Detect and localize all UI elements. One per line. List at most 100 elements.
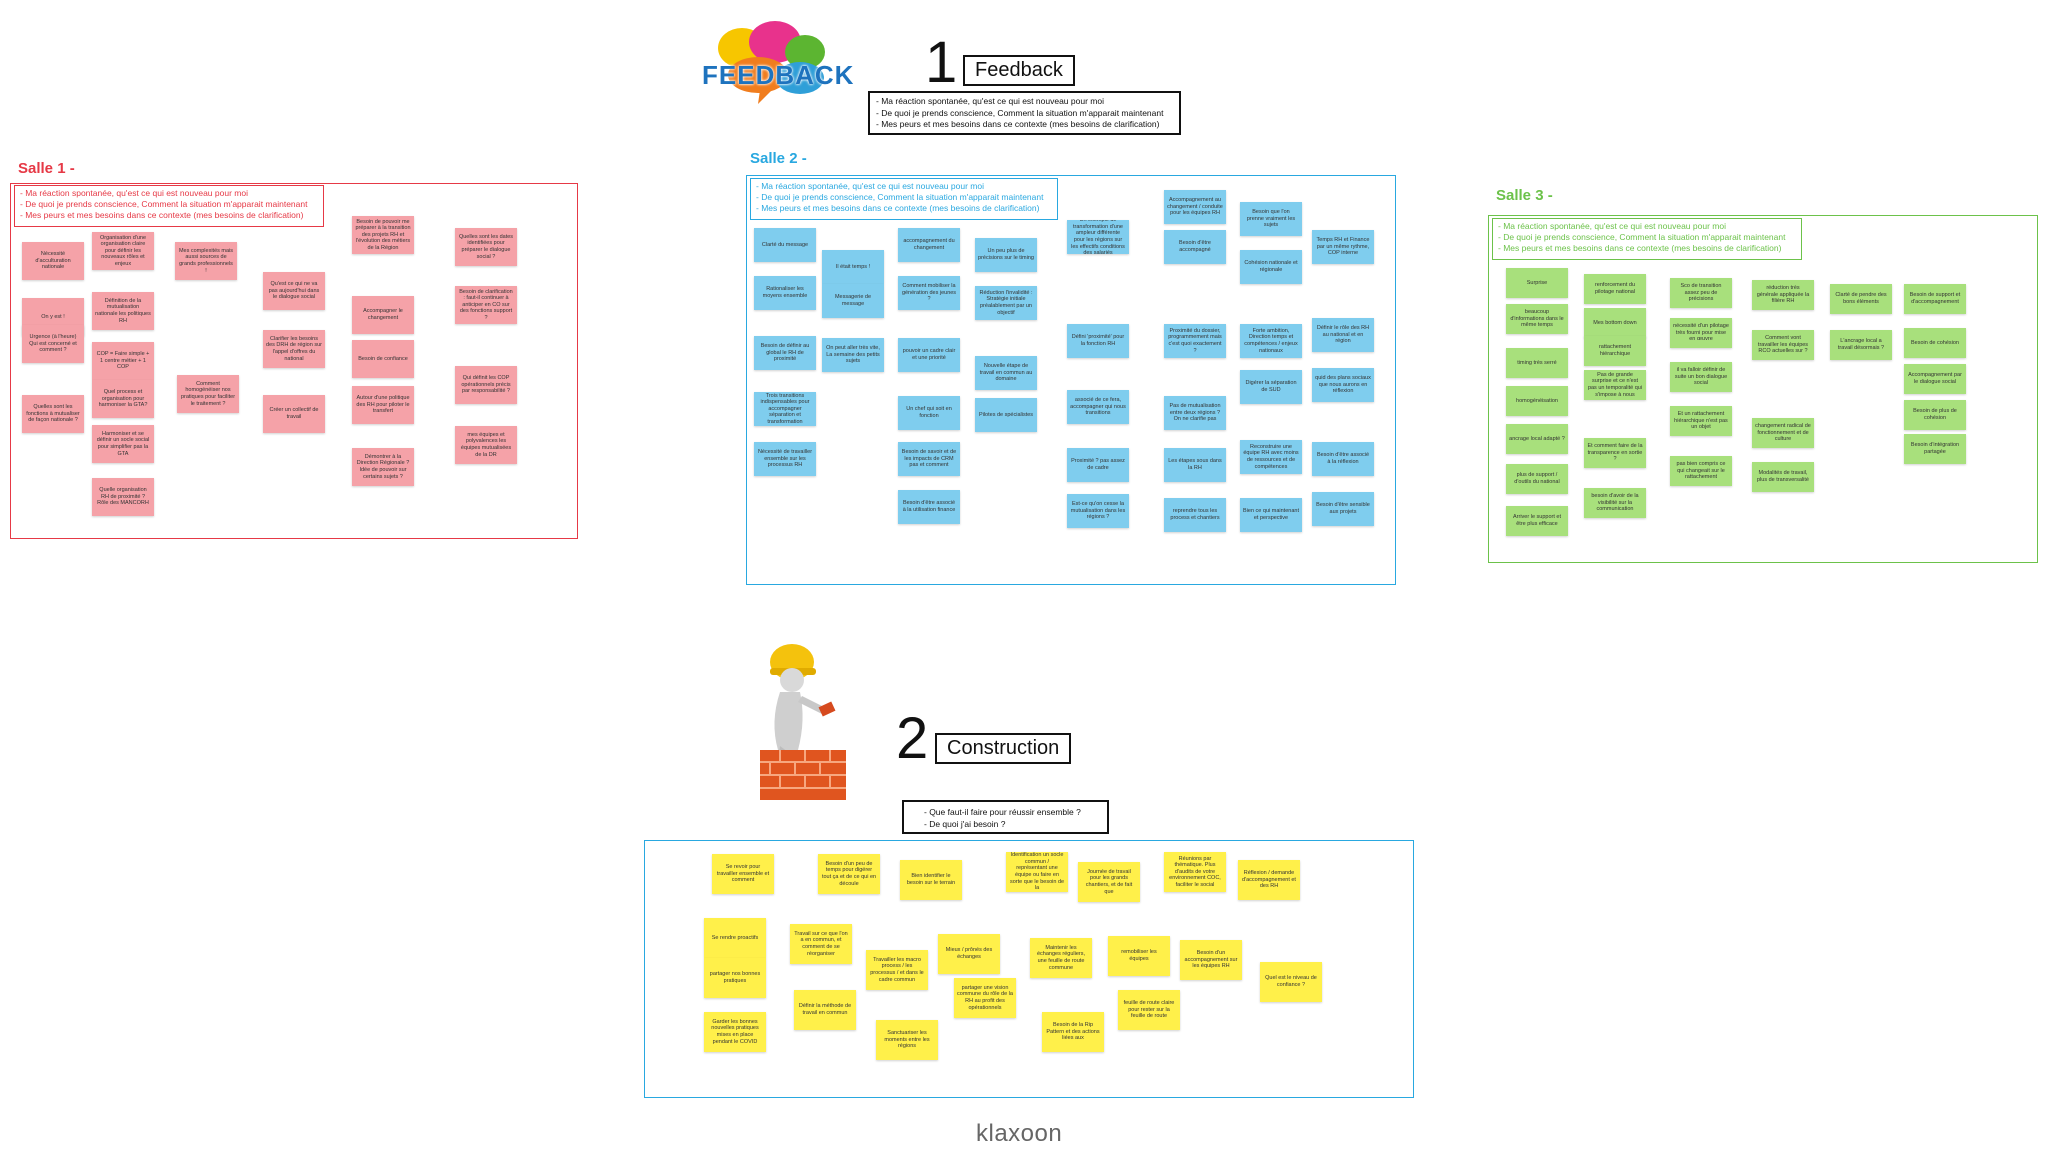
sticky-note[interactable]: mes équipes et polyvalences les équipes … bbox=[455, 426, 517, 464]
sticky-note[interactable]: Besoin de confiance bbox=[352, 340, 414, 378]
sticky-note[interactable]: Besoin de la Rip Pattern et des actions … bbox=[1042, 1012, 1104, 1052]
sticky-note[interactable]: remobiliser les équipes bbox=[1108, 936, 1170, 976]
sticky-note[interactable]: timing très serré bbox=[1506, 348, 1568, 378]
sticky-note[interactable]: Urgence (à l'heure) Qui est concerné et … bbox=[22, 325, 84, 363]
sticky-note[interactable]: Est-ce qu'on cesse la mutualisation dans… bbox=[1067, 494, 1129, 528]
sticky-note[interactable]: Surprise bbox=[1506, 268, 1568, 298]
sticky-note[interactable]: Reconstruire une équipe RH avec moins de… bbox=[1240, 440, 1302, 474]
sticky-note[interactable]: Garder les bonnes nouvelles pratiques mi… bbox=[704, 1012, 766, 1052]
sticky-note[interactable]: Quel est le niveau de confiance ? bbox=[1260, 962, 1322, 1002]
sticky-note[interactable]: Quelle organisation RH de proximité ? Rô… bbox=[92, 478, 154, 516]
sticky-note[interactable]: beaucoup d'informations dans le même tem… bbox=[1506, 304, 1568, 334]
sticky-note[interactable]: réduction très générale appliquée la fil… bbox=[1752, 280, 1814, 310]
sticky-note[interactable]: pouvoir un cadre clair et une priorité bbox=[898, 338, 960, 372]
sticky-note[interactable]: Réduction l'invalidité : Stratégie initi… bbox=[975, 286, 1037, 320]
sticky-note[interactable]: Se revoir pour travailler ensemble et co… bbox=[712, 854, 774, 894]
sticky-note[interactable]: ancrage local adapté ? bbox=[1506, 424, 1568, 454]
sticky-note[interactable]: Pas de mutualisation entre deux régions … bbox=[1164, 396, 1226, 430]
sticky-note[interactable]: Besoin de clarification : faut-il contin… bbox=[455, 286, 517, 324]
sticky-note[interactable]: Besoin d'être associé à la réflexion bbox=[1312, 442, 1374, 476]
sticky-note[interactable]: Besoin d'un accompagnement sur les équip… bbox=[1180, 940, 1242, 980]
sticky-note[interactable]: rattachement hiérarchique bbox=[1584, 336, 1646, 366]
sticky-note[interactable]: Les étapes sous dans la RH bbox=[1164, 448, 1226, 482]
sticky-note[interactable]: Besoin d'être associé à la utilisation f… bbox=[898, 490, 960, 524]
sticky-note[interactable]: Digérer la séparation de SUD bbox=[1240, 370, 1302, 404]
sticky-note[interactable]: Réunions par thématique. Plus d'audits d… bbox=[1164, 852, 1226, 892]
sticky-note[interactable]: Nouvelle étape de travail en commun au d… bbox=[975, 356, 1037, 390]
sticky-note[interactable]: Besoin de plus de cohésion bbox=[1904, 400, 1966, 430]
sticky-note[interactable]: Messagerie de message bbox=[822, 284, 884, 318]
sticky-note[interactable]: Et un rattachement hiérarchique n'est pa… bbox=[1670, 406, 1732, 436]
sticky-note[interactable]: Accompagner le changement bbox=[352, 296, 414, 334]
sticky-note[interactable]: Harmoniser et se définir un socle social… bbox=[92, 425, 154, 463]
sticky-note[interactable]: Un chef qui soit en fonction bbox=[898, 396, 960, 430]
sticky-note[interactable]: Mes bottom down bbox=[1584, 308, 1646, 338]
sticky-note[interactable]: reprendre tous les process et chantiers bbox=[1164, 498, 1226, 532]
sticky-note[interactable]: changement radical de fonctionnement et … bbox=[1752, 418, 1814, 448]
sticky-note[interactable]: Mieux / prônés des échanges bbox=[938, 934, 1000, 974]
sticky-note[interactable]: Qui définit les COP opérationnels précis… bbox=[455, 366, 517, 404]
sticky-note[interactable]: partager une vision commune du rôle de l… bbox=[954, 978, 1016, 1018]
sticky-note[interactable]: quid des plans sociaux que nous aurons e… bbox=[1312, 368, 1374, 402]
sticky-note[interactable]: Besoin de support et d'accompagnement bbox=[1904, 284, 1966, 314]
sticky-note[interactable]: Comment vont travailler les équipes RCO … bbox=[1752, 330, 1814, 360]
sticky-note[interactable]: Et comment faire de la transparence en s… bbox=[1584, 438, 1646, 468]
sticky-note[interactable]: Nécessité de travailler ensemble sur les… bbox=[754, 442, 816, 476]
sticky-note[interactable]: plus de support / d'outils du national bbox=[1506, 464, 1568, 494]
sticky-note[interactable]: Sco de transition assez peu de précision… bbox=[1670, 278, 1732, 308]
sticky-note[interactable]: Définition de la mutualisation nationale… bbox=[92, 292, 154, 330]
sticky-note[interactable]: Proximité ? pas assez de cadre bbox=[1067, 448, 1129, 482]
sticky-note[interactable]: Besoin de pouvoir me préparer à la trans… bbox=[352, 216, 414, 254]
sticky-note[interactable]: Comment mobiliser la génération des jeun… bbox=[898, 276, 960, 310]
sticky-note[interactable]: Besoin de définir au global le RH de pro… bbox=[754, 336, 816, 370]
sticky-note[interactable]: Pilotes de spécialistes bbox=[975, 398, 1037, 432]
sticky-note[interactable]: besoin d'avoir de la visibilité sur la c… bbox=[1584, 488, 1646, 518]
sticky-note[interactable]: Sanctuariser les moments entre les régio… bbox=[876, 1020, 938, 1060]
sticky-note[interactable]: Besoin que l'on prenne vraiment les suje… bbox=[1240, 202, 1302, 236]
sticky-note[interactable]: Journée de travail pour les grands chant… bbox=[1078, 862, 1140, 902]
sticky-note[interactable]: Définir le rôle des RH au national et en… bbox=[1312, 318, 1374, 352]
sticky-note[interactable]: Modalités de travail, plus de transversa… bbox=[1752, 462, 1814, 492]
sticky-note[interactable]: Un exemple de transformation d'une ample… bbox=[1067, 220, 1129, 254]
sticky-note[interactable]: Comment homogénéiser nos pratiques pour … bbox=[177, 375, 239, 413]
sticky-note[interactable]: Besoin d'être accompagné bbox=[1164, 230, 1226, 264]
sticky-note[interactable]: Besoin d'intégration partagée bbox=[1904, 434, 1966, 464]
sticky-note[interactable]: Temps RH et Finance par un même rythme, … bbox=[1312, 230, 1374, 264]
sticky-note[interactable]: COP = Faire simple + 1 centre métier + 1… bbox=[92, 342, 154, 380]
sticky-note[interactable]: Organisation d'une organisation claire p… bbox=[92, 232, 154, 270]
sticky-note[interactable]: Travailler les macro process / les proce… bbox=[866, 950, 928, 990]
sticky-note[interactable]: Trois transitions indispensables pour ac… bbox=[754, 392, 816, 426]
sticky-note[interactable]: Quel process et organisation pour harmon… bbox=[92, 380, 154, 418]
sticky-note[interactable]: Quelles sont les dates identifiées pour … bbox=[455, 228, 517, 266]
sticky-note[interactable]: Clarté de pendre des bons éléments bbox=[1830, 284, 1892, 314]
sticky-note[interactable]: Besoin d'un peu de temps pour digérer to… bbox=[818, 854, 880, 894]
sticky-note[interactable]: Il était temps ! bbox=[822, 250, 884, 284]
sticky-note[interactable]: Besoin de savoir et de les impacts de CR… bbox=[898, 442, 960, 476]
sticky-note[interactable]: partager nos bonnes pratiques bbox=[704, 958, 766, 998]
sticky-note[interactable]: accompagnement du changement bbox=[898, 228, 960, 262]
sticky-note[interactable]: Créer un collectif de travail bbox=[263, 395, 325, 433]
sticky-note[interactable]: Accompagnement par le dialogue social bbox=[1904, 364, 1966, 394]
sticky-note[interactable]: feuille de route claire pour rester sur … bbox=[1118, 990, 1180, 1030]
sticky-note[interactable]: pas bien compris ce qui changeait sur le… bbox=[1670, 456, 1732, 486]
sticky-note[interactable]: Maintenir les échanges réguliers, une fe… bbox=[1030, 938, 1092, 978]
sticky-note[interactable]: Pas de grande surprise et ce n'est pas u… bbox=[1584, 370, 1646, 400]
sticky-note[interactable]: Proximité du dossier, programmement mais… bbox=[1164, 324, 1226, 358]
sticky-note[interactable]: Rationaliser les moyens ensemble bbox=[754, 276, 816, 310]
sticky-note[interactable]: Se rendre proactifs bbox=[704, 918, 766, 958]
sticky-note[interactable]: Clarifier les besoins des DRH de région … bbox=[263, 330, 325, 368]
sticky-note[interactable]: nécessité d'un pilotage très fourni pour… bbox=[1670, 318, 1732, 348]
sticky-note[interactable]: Arriver le support et être plus efficace bbox=[1506, 506, 1568, 536]
sticky-note[interactable]: Un peu plus de précisions sur le timing bbox=[975, 238, 1037, 272]
sticky-note[interactable]: Autour d'une politique des RH pour pilot… bbox=[352, 386, 414, 424]
sticky-note[interactable]: Cohésion nationale et régionale bbox=[1240, 250, 1302, 284]
sticky-note[interactable]: Démontrer à la Direction Régionale ? Idé… bbox=[352, 448, 414, 486]
sticky-note[interactable]: Nécessité d'acculturation nationale bbox=[22, 242, 84, 280]
sticky-note[interactable]: Accompagnement au changement / conduite … bbox=[1164, 190, 1226, 224]
sticky-note[interactable]: Définir la méthode de travail en commun bbox=[794, 990, 856, 1030]
sticky-note[interactable]: Besoin de cohésion bbox=[1904, 328, 1966, 358]
sticky-note[interactable]: Bien ce qui maintenant et perspective bbox=[1240, 498, 1302, 532]
sticky-note[interactable]: il va falloir définir de suite un bon di… bbox=[1670, 362, 1732, 392]
sticky-note[interactable]: Réflexion / demande d'accompagnement et … bbox=[1238, 860, 1300, 900]
sticky-note[interactable]: On peut aller très vite, La semaine des … bbox=[822, 338, 884, 372]
